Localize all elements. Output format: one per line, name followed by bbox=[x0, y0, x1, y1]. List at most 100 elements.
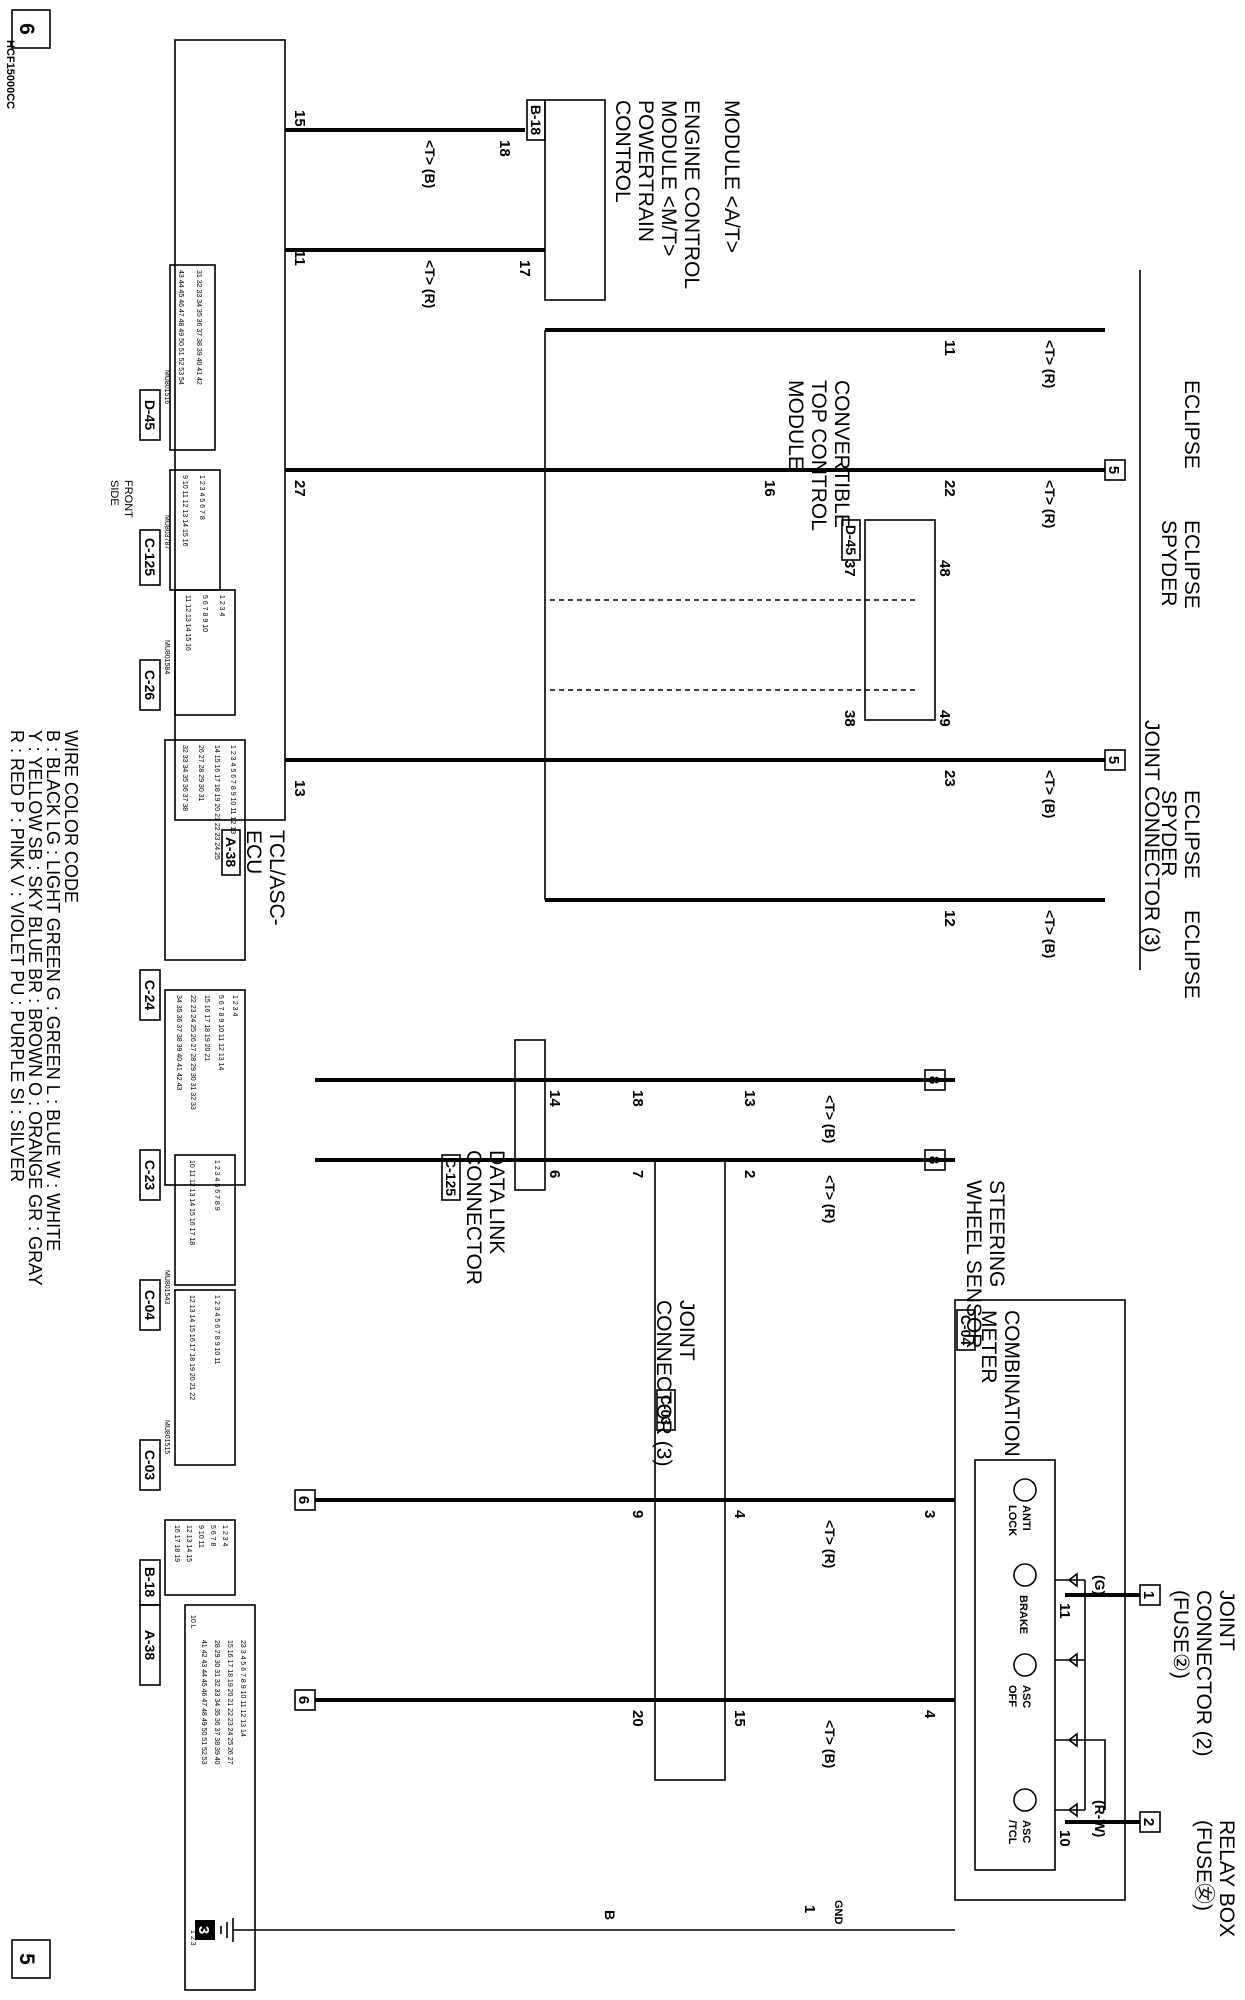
svg-text:14 15 16 17 18 19 20 21 22 23: 14 15 16 17 18 19 20 21 22 23 24 25 bbox=[213, 745, 220, 860]
wire-label-tr-3: <T> (R) bbox=[1042, 480, 1058, 528]
svg-text:MODULE <A/T>: MODULE <A/T> bbox=[720, 100, 743, 253]
svg-text:RELAY BOX: RELAY BOX bbox=[1215, 1820, 1238, 1937]
svg-text:LOCK: LOCK bbox=[1006, 1505, 1018, 1536]
connector-face-d45: D-45 MU801516 31 32 33 34 35 36 37 38 39… bbox=[139, 264, 216, 451]
page-ref-next[interactable]: 6 bbox=[11, 9, 51, 49]
relay-box-label: RELAY BOX (FUSE㊛) bbox=[1192, 1820, 1238, 1937]
svg-text:5 6 7 8: 5 6 7 8 bbox=[209, 1525, 216, 1547]
jc3-terminal-b[interactable]: 5 bbox=[1104, 459, 1126, 481]
svg-text:C-125: C-125 bbox=[443, 1158, 459, 1196]
svg-text:41 42 43 44 45 46 47 48 49 50: 41 42 43 44 45 46 47 48 49 50 51 52 53 bbox=[200, 1640, 207, 1765]
svg-text:C-26: C-26 bbox=[142, 670, 158, 701]
svg-text:16 17 18 19: 16 17 18 19 bbox=[173, 1525, 180, 1562]
wire-label-tr-2: <T> (R) bbox=[822, 1175, 838, 1223]
svg-text:C-125: C-125 bbox=[142, 538, 158, 576]
svg-text:SIDE: SIDE bbox=[108, 480, 120, 506]
meter-pin-11: 11 bbox=[1056, 1603, 1073, 1619]
svg-text:15 16 17 18 19 20 21: 15 16 17 18 19 20 21 bbox=[203, 995, 210, 1061]
ecu-pin-11: 11 bbox=[291, 250, 308, 266]
svg-text:Y : YELLOW SB : SKY BLUE B: Y : YELLOW SB : SKY BLUE BR : BROWN O : … bbox=[25, 730, 45, 1286]
connector-face-c23: C-23 1 2 3 4 5 6 7 8 9 10 11 12 13 14 15… bbox=[139, 989, 246, 1201]
data-link-connector[interactable]: DATA LINK CONNECTOR C-125 bbox=[441, 1039, 546, 1285]
svg-text:OFF: OFF bbox=[1006, 1685, 1018, 1707]
svg-text:JOINT: JOINT bbox=[675, 1300, 698, 1361]
steering-terminal-b[interactable]: 8 bbox=[924, 1069, 946, 1091]
steering-terminal-a[interactable]: 8 bbox=[924, 1149, 946, 1171]
svg-text:11 12 13 14 15 16: 11 12 13 14 15 16 bbox=[184, 595, 191, 651]
svg-text:MU801515: MU801515 bbox=[163, 1420, 170, 1454]
svg-text:BRAKE: BRAKE bbox=[1017, 1595, 1029, 1634]
jc3-pin-2: 2 bbox=[741, 1170, 758, 1178]
svg-text:1 2 3 4 5 6 7 8 9 10 11: 1 2 3 4 5 6 7 8 9 10 11 bbox=[213, 1295, 220, 1365]
c23-pin-23: 23 bbox=[941, 770, 958, 787]
page-ref-prev[interactable]: 5 bbox=[11, 1939, 51, 1979]
meter-diode-network bbox=[1055, 1572, 1106, 1818]
svg-text:3: 3 bbox=[195, 1926, 212, 1934]
fuse-terminal-relay[interactable]: 2 bbox=[1139, 1811, 1161, 1833]
svg-text:C-24: C-24 bbox=[142, 980, 158, 1011]
svg-text:SPYDER: SPYDER bbox=[1157, 520, 1180, 606]
svg-text:5 6 7 8 9 10 11 12 13 14: 5 6 7 8 9 10 11 12 13 14 bbox=[217, 995, 224, 1070]
svg-text:10 11 12 13 14 15 16 17 18: 10 11 12 13 14 15 16 17 18 bbox=[188, 1160, 195, 1245]
svg-text:(FUSE㊛): (FUSE㊛) bbox=[1192, 1820, 1215, 1911]
jc3-pin-9: 9 bbox=[629, 1510, 646, 1518]
svg-text:B-18: B-18 bbox=[142, 1567, 158, 1598]
joint-connector-3-top-label: JOINT CONNECTOR (3) bbox=[1140, 720, 1163, 953]
connector-face-c26: C-26 MU801584 1 2 3 4 5 6 7 8 9 10 11 12… bbox=[139, 589, 236, 716]
svg-text:MODULE <M/T>: MODULE <M/T> bbox=[657, 100, 680, 256]
top-pin-37: 37 bbox=[841, 560, 858, 577]
ecu-pin-15: 15 bbox=[291, 110, 308, 127]
tcl-asc-ecu[interactable]: TCL/ASC- ECU A-38 bbox=[174, 39, 288, 926]
terminal-6a[interactable]: 6 bbox=[294, 1689, 316, 1711]
svg-text:CONVERTIBLE: CONVERTIBLE bbox=[830, 380, 853, 528]
joint-connector-3[interactable]: JOINT CONNECTOR (3) C-03 bbox=[652, 1159, 726, 1781]
svg-text:ECLIPSE: ECLIPSE bbox=[1180, 910, 1203, 999]
svg-text:ANTI: ANTI bbox=[1020, 1505, 1032, 1531]
dlc-pin-6: 6 bbox=[546, 1170, 563, 1178]
meter-pin-4: 4 bbox=[921, 1710, 938, 1719]
meter-pin-10: 10 bbox=[1056, 1830, 1073, 1847]
wire-label-r-w: (R-W) bbox=[1092, 1800, 1108, 1837]
connector-face-c24: C-24 1 2 3 4 5 6 7 8 9 10 11 12 13 14 15… bbox=[139, 739, 246, 1021]
jc3-pin-7: 7 bbox=[629, 1170, 646, 1178]
brake-lamp-icon: BRAKE bbox=[1013, 1563, 1037, 1634]
svg-text:COMBINATION: COMBINATION bbox=[1000, 1310, 1023, 1457]
wire-label-tb-3: <T> (B) bbox=[1042, 910, 1058, 958]
meter-lamps: ASC /TCL ASC OFF BRAKE ANTI LOCK bbox=[1006, 1478, 1106, 1845]
connector-face-b18: B-18 1 2 3 4 5 6 7 8 9 10 11 12 13 14 15… bbox=[139, 1519, 236, 1606]
svg-text:/TCL: /TCL bbox=[1006, 1820, 1018, 1845]
jc3-pin-18: 18 bbox=[629, 1090, 646, 1107]
svg-text:ECU: ECU bbox=[242, 830, 265, 874]
svg-text:6: 6 bbox=[295, 1696, 312, 1704]
svg-text:R : RED P : PINK V : VIOLE: R : RED P : PINK V : VIOLET PU : PURPLE … bbox=[7, 730, 27, 1182]
svg-text:43 44 45 46 47 48 49 50 51 52: 43 44 45 46 47 48 49 50 51 52 53 54 bbox=[177, 270, 184, 385]
svg-text:DATA LINK: DATA LINK bbox=[485, 1150, 508, 1254]
svg-text:TCL/ASC-: TCL/ASC- bbox=[265, 830, 288, 926]
fuse-terminal-joint2[interactable]: 1 bbox=[1139, 1584, 1161, 1606]
joint-connector-2-label: JOINT CONNECTOR (2) (FUSE②) bbox=[1169, 1590, 1238, 1756]
eclipse-labels: ECLIPSE ECLIPSE SPYDER ECLIPSE SPYDER EC… bbox=[1157, 380, 1203, 999]
ecu-pin-13: 13 bbox=[291, 780, 308, 797]
combination-meter[interactable]: COMBINATION METER C-04 bbox=[954, 1299, 1126, 1901]
meter-gnd-label: GND bbox=[832, 1900, 844, 1925]
svg-text:METER: METER bbox=[977, 1310, 1000, 1384]
c23-pin-22: 22 bbox=[941, 480, 958, 497]
svg-text:MU801543: MU801543 bbox=[163, 1270, 170, 1304]
top-pin-48: 48 bbox=[936, 560, 953, 577]
ground-ref-3[interactable]: 3 bbox=[195, 1920, 215, 1940]
svg-text:MODULE: MODULE bbox=[784, 380, 807, 470]
svg-text:1 2 3: 1 2 3 bbox=[189, 1930, 196, 1946]
jc3-pin-4: 4 bbox=[731, 1510, 748, 1519]
svg-text:9 10 11 12 13 14 15 16: 9 10 11 12 13 14 15 16 bbox=[181, 475, 188, 547]
jc3-terminal-a[interactable]: 5 bbox=[1104, 749, 1126, 771]
engine-control-module[interactable]: ENGINE CONTROL MODULE <M/T> POWERTRAIN C… bbox=[526, 99, 743, 301]
terminal-6b[interactable]: 6 bbox=[294, 1489, 316, 1511]
convertible-top-module[interactable]: CONVERTIBLE TOP CONTROL MODULE D-45 bbox=[784, 380, 936, 721]
svg-text:C-04: C-04 bbox=[958, 1315, 974, 1346]
svg-text:ECLIPSE: ECLIPSE bbox=[1180, 380, 1203, 469]
svg-text:1: 1 bbox=[1140, 1591, 1157, 1599]
svg-text:6: 6 bbox=[15, 23, 38, 35]
svg-text:10 L: 10 L bbox=[189, 1615, 196, 1629]
